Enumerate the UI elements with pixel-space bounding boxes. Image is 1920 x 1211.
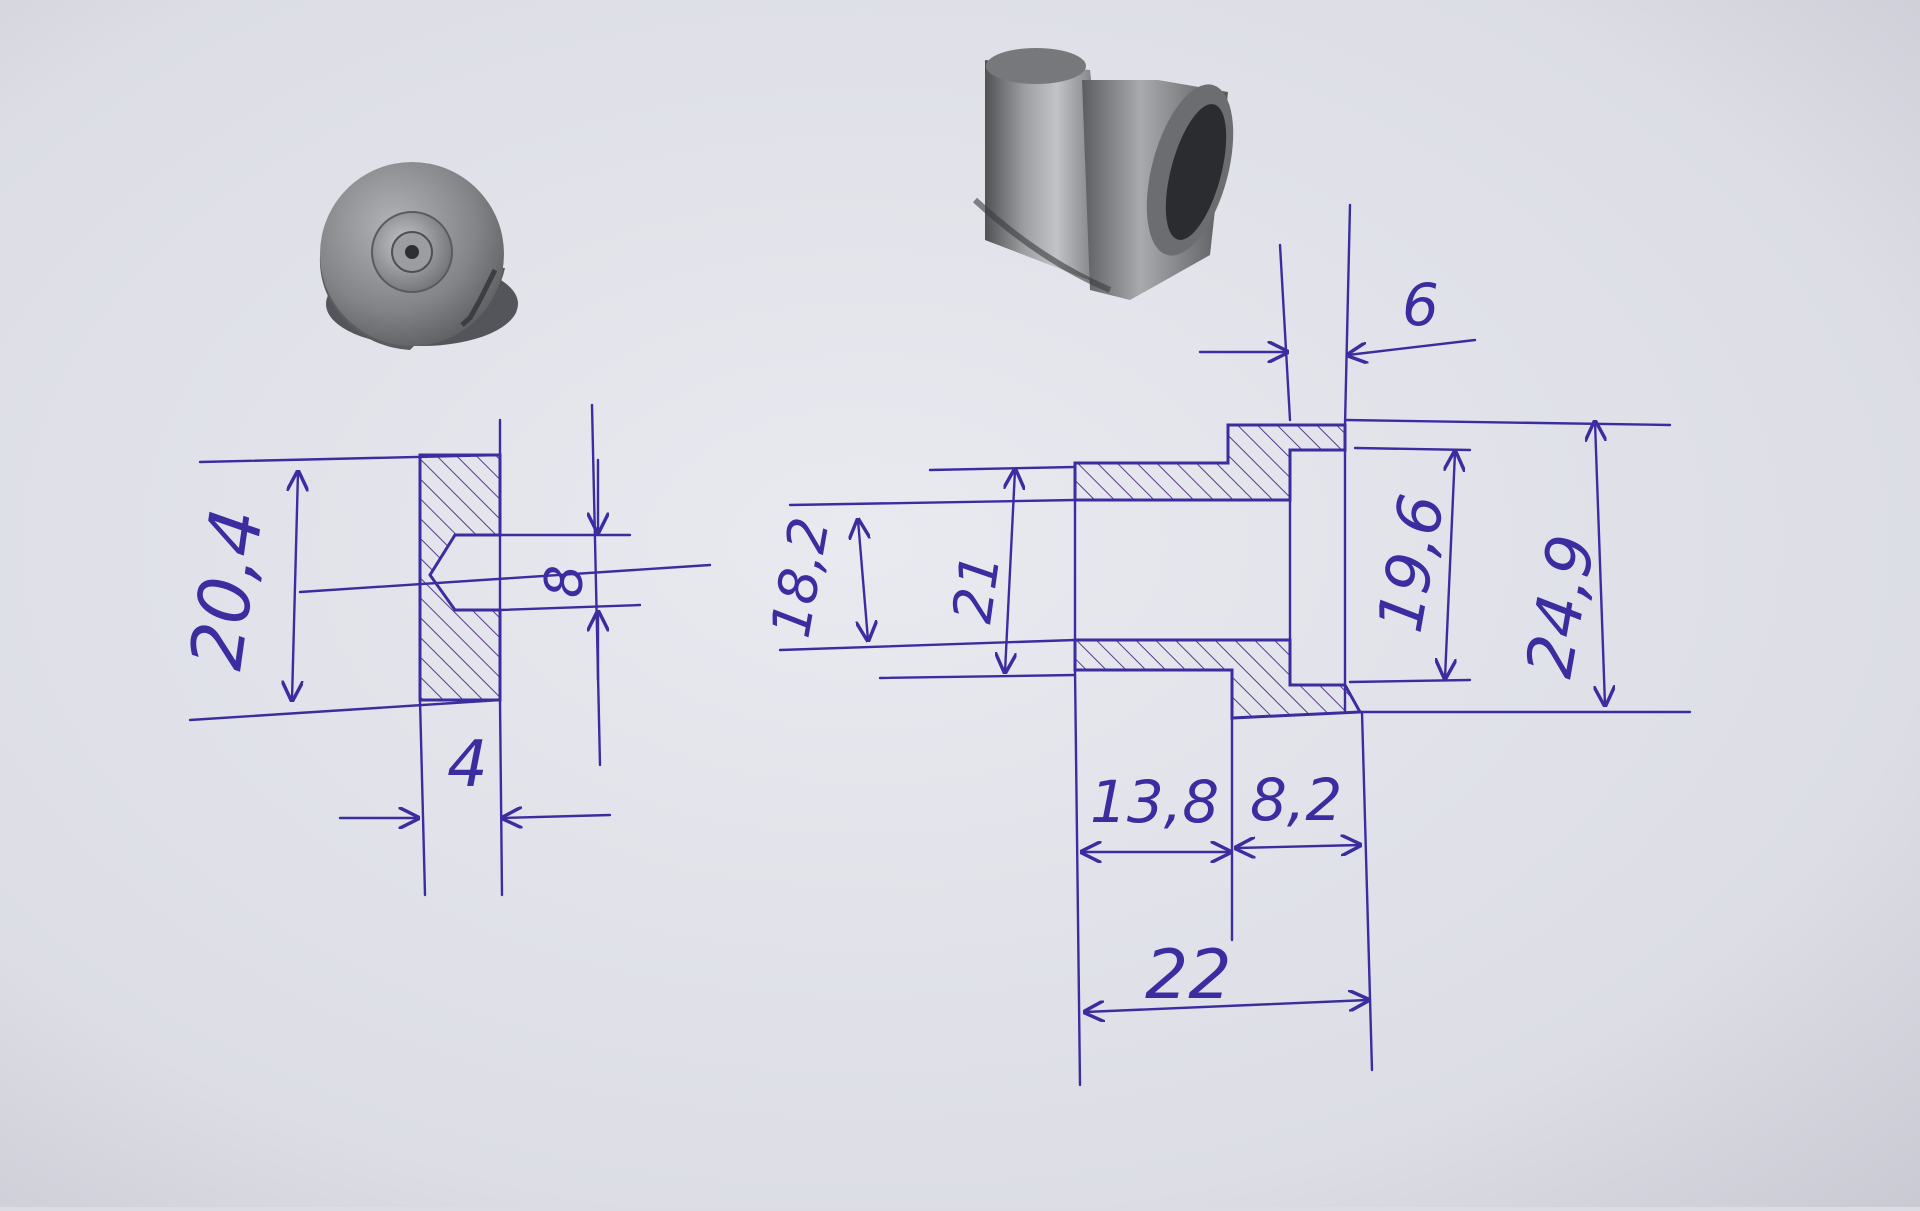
disk-hole-label: 8	[535, 565, 595, 598]
flange-length-label: 8,2	[1250, 766, 1342, 834]
body-length-label: 13,8	[1090, 768, 1219, 836]
disk-sketch	[188, 403, 712, 897]
steel-bushing	[972, 48, 1234, 300]
body-diameter-label: 21	[940, 550, 1012, 627]
total-length-label: 22	[1145, 936, 1232, 1015]
bushing-sketch	[778, 203, 1692, 1087]
steel-disk	[319, 162, 518, 350]
disk-thickness-label: 4	[447, 728, 488, 802]
flange-width-label: 6	[1402, 271, 1439, 339]
